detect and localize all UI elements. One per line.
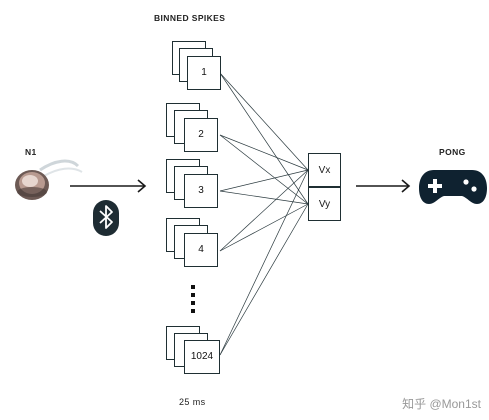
arrow-implant-to-bins	[70, 179, 147, 193]
bluetooth-icon	[93, 200, 119, 236]
arrow-outputs-to-pong	[356, 179, 411, 193]
output-vx: Vx	[308, 153, 341, 187]
bin-duration-label: 25 ms	[179, 397, 206, 407]
bin-sheet-front: 3	[184, 174, 218, 208]
bin-label: 1	[201, 67, 207, 78]
bin-sheet-front: 4	[184, 233, 218, 267]
neural-implant-icon	[15, 159, 83, 200]
bin-label: 2	[198, 129, 204, 140]
gamepad-icon	[419, 170, 487, 204]
ellipsis-dots-icon	[191, 285, 195, 313]
watermark: 知乎 @Mon1st	[402, 397, 481, 411]
bin-label: 3	[198, 185, 204, 196]
bin-sheet-front: 2	[184, 118, 218, 152]
binned-spikes-title: BINNED SPIKES	[154, 13, 226, 23]
bin-sheet-front: 1024	[184, 340, 220, 374]
n1-label: N1	[25, 147, 37, 157]
bin-label: 1024	[190, 351, 214, 362]
pong-label: PONG	[439, 147, 466, 157]
connection-lines	[219, 72, 309, 356]
output-vy: Vy	[308, 187, 341, 221]
bin-label: 4	[198, 244, 204, 255]
bin-sheet-front: 1	[187, 56, 221, 90]
